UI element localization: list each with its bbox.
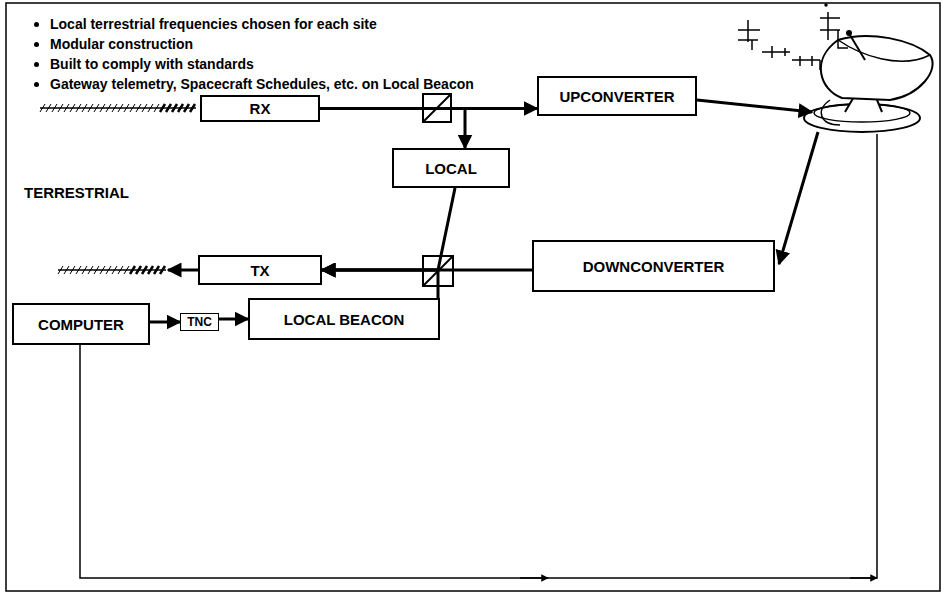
control-arrow [850, 577, 877, 579]
downlink-arrow [779, 132, 818, 264]
node-label: TX [244, 260, 275, 281]
signal-connector [150, 321, 180, 324]
note-text: Gateway telemetry, Spacecraft Schedules,… [50, 76, 474, 92]
note-text: Modular construction [50, 36, 193, 52]
bullet-item: Built to comply with standards [28, 56, 508, 73]
note-text: Built to comply with standards [50, 56, 254, 72]
node-label: COMPUTER [32, 314, 130, 335]
node-label: TNC [184, 315, 215, 329]
beacon-box: LOCAL BEACON [248, 298, 440, 340]
section-label: TERRESTRIAL [24, 184, 129, 201]
signal-connector [322, 270, 438, 298]
frame-border [6, 3, 940, 591]
satellite-symbols [738, 4, 848, 70]
tx-out-arrow [168, 269, 198, 272]
control-arrow [520, 577, 548, 579]
bullet-dot [34, 42, 39, 47]
bullet-item: Gateway telemetry, Spacecraft Schedules,… [28, 76, 508, 93]
local-box: LOCAL [392, 148, 510, 188]
node-label: DOWNCONVERTER [577, 256, 731, 277]
bullet-list: Local terrestrial frequencies chosen for… [28, 16, 508, 96]
bullet-item: Local terrestrial frequencies chosen for… [28, 16, 508, 33]
node-label: UPCONVERTER [553, 86, 680, 107]
node-label: LOCAL BEACON [278, 309, 411, 330]
tnc-box: TNC [180, 313, 219, 331]
bullet-item: Modular construction [28, 36, 508, 53]
bullet-dot [34, 22, 39, 27]
receiver-box: RX [200, 95, 320, 122]
bullet-dot [34, 82, 39, 87]
node-label: RX [244, 98, 277, 119]
computer-control-line [80, 134, 877, 578]
terrestrial-rx-link [40, 104, 196, 112]
signal-connector [219, 318, 248, 321]
upconverter-box: UPCONVERTER [537, 76, 697, 116]
transmitter-box: TX [198, 255, 322, 285]
signal-connector [320, 109, 465, 149]
dish-antenna [804, 30, 933, 132]
computer-box: COMPUTER [12, 303, 150, 345]
signal-connector [322, 188, 455, 270]
terrestrial-tx-link [58, 266, 166, 274]
node-label: LOCAL [419, 158, 483, 179]
note-text: Local terrestrial frequencies chosen for… [50, 16, 377, 32]
bullet-dot [34, 62, 39, 67]
downconverter-box: DOWNCONVERTER [532, 240, 775, 292]
uplink-arrow [697, 100, 812, 112]
